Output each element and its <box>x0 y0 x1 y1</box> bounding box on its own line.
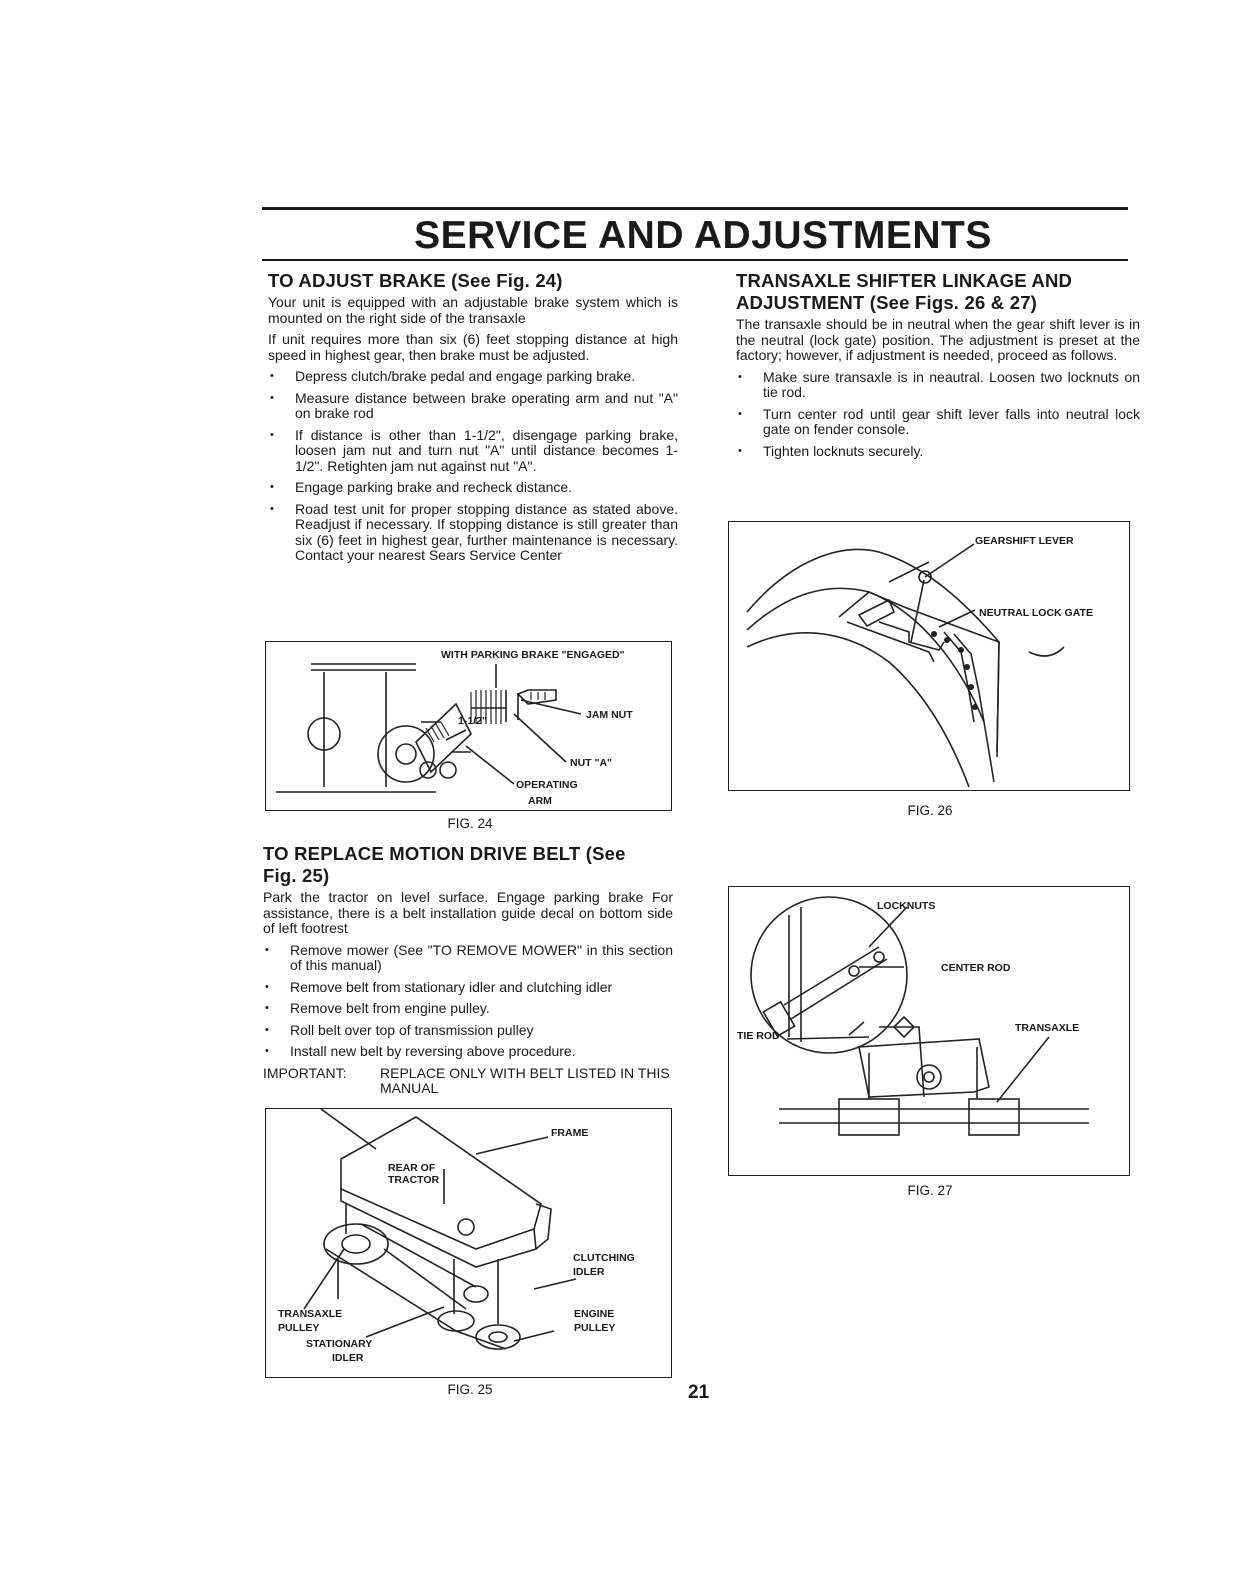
list-item: Depress clutch/brake pedal and engage pa… <box>268 368 678 385</box>
shifter-section: TRANSAXLE SHIFTER LINKAGE AND ADJUSTMENT… <box>736 270 1140 459</box>
header-rule-top <box>262 207 1128 210</box>
fig24-labels: WITH PARKING BRAKE "ENGAGED" JAM NUT NUT… <box>441 649 633 807</box>
gearshift-illustration: GEARSHIFT LEVER NEUTRAL LOCK GATE <box>746 535 1093 788</box>
page-title: SERVICE AND ADJUSTMENTS <box>414 214 992 257</box>
belt-paragraph: Park the tractor on level surface. Engag… <box>263 889 673 936</box>
brake-illustration: WITH PARKING BRAKE "ENGAGED" JAM NUT NUT… <box>276 649 633 807</box>
list-item: Engage parking brake and recheck distanc… <box>268 479 678 496</box>
list-item: Tighten locknuts securely. <box>736 443 1140 460</box>
list-item: Install new belt by reversing above proc… <box>263 1043 673 1060</box>
brake-heading: TO ADJUST BRAKE (See Fig. 24) <box>268 270 563 291</box>
list-item: If distance is other than 1-1/2", diseng… <box>268 427 678 475</box>
figure-27-caption: FIG. 27 <box>907 1183 953 1198</box>
shifter-heading: TRANSAXLE SHIFTER LINKAGE AND ADJUSTMENT… <box>736 270 1073 313</box>
rear-of-tractor-label: TRACTOR <box>388 1174 440 1186</box>
fig25-labels: FRAME REAR OF TRACTOR CLUTCHING IDLER TR… <box>278 1127 635 1364</box>
important-key: IMPORTANT: <box>263 1064 347 1081</box>
important-note: IMPORTANT: REPLACE ONLY WITH BELT LISTED… <box>263 1064 673 1097</box>
figure-25-caption: FIG. 25 <box>447 1382 493 1397</box>
fig27-labels: LOCKNUTS CENTER ROD TIE ROD TRANSAXLE <box>737 900 1079 1042</box>
left-column: TO ADJUST BRAKE (See Fig. 24) Your unit … <box>268 270 678 570</box>
operating-arm-label: ARM <box>528 795 552 807</box>
center-rod-label: CENTER ROD <box>941 962 1011 974</box>
shifter-steps: Make sure transaxle is in neautral. Loos… <box>736 369 1140 460</box>
brake-paragraph: If unit requires more than six (6) feet … <box>268 331 678 363</box>
stationary-idler-label: IDLER <box>332 1352 364 1364</box>
transaxle-label: TRANSAXLE <box>1015 1022 1079 1034</box>
stationary-idler-label: STATIONARY <box>306 1338 372 1350</box>
list-item: Remove belt from engine pulley. <box>263 1000 673 1017</box>
nut-a-label: NUT "A" <box>570 757 612 769</box>
figure-27: LOCKNUTS CENTER ROD TIE ROD TRANSAXLE <box>728 886 1130 1176</box>
tie-rod-label: TIE ROD <box>737 1030 780 1042</box>
engine-pulley-label: ENGINE <box>574 1308 614 1320</box>
list-item: Measure distance between brake operating… <box>268 390 678 422</box>
figure-26: GEARSHIFT LEVER NEUTRAL LOCK GATE <box>728 521 1130 791</box>
clutching-idler-label: IDLER <box>573 1266 605 1278</box>
brake-paragraph: Your unit is equipped with an adjustable… <box>268 294 678 326</box>
locknuts-label: LOCKNUTS <box>877 900 935 912</box>
rear-of-tractor-label: REAR OF <box>388 1162 436 1174</box>
figure-24-caption: FIG. 24 <box>447 816 493 831</box>
jam-nut-label: JAM NUT <box>586 709 633 721</box>
engaged-label: WITH PARKING BRAKE "ENGAGED" <box>441 649 625 661</box>
neutral-lock-gate-label: NEUTRAL LOCK GATE <box>979 607 1093 619</box>
page-number: 21 <box>688 1382 710 1403</box>
list-item: Make sure transaxle is in neautral. Loos… <box>736 369 1140 401</box>
belt-steps: Remove mower (See "TO REMOVE MOWER" in t… <box>263 942 673 1060</box>
list-item: Turn center rod until gear shift lever f… <box>736 406 1140 438</box>
list-item: Road test unit for proper stopping dista… <box>268 501 678 564</box>
fig26-labels: GEARSHIFT LEVER NEUTRAL LOCK GATE <box>975 535 1093 619</box>
list-item: Roll belt over top of transmission pulle… <box>263 1022 673 1039</box>
figure-25: FRAME REAR OF TRACTOR CLUTCHING IDLER TR… <box>265 1108 672 1378</box>
list-item: Remove belt from stationary idler and cl… <box>263 979 673 996</box>
belt-illustration: FRAME REAR OF TRACTOR CLUTCHING IDLER TR… <box>278 1109 635 1364</box>
clutching-idler-label: CLUTCHING <box>573 1252 635 1264</box>
transaxle-pulley-label: TRANSAXLE <box>278 1308 342 1320</box>
shifter-paragraph: The transaxle should be in neutral when … <box>736 316 1140 363</box>
figure-26-caption: FIG. 26 <box>907 803 953 818</box>
dimension-label: 1-1/2" <box>458 715 487 727</box>
frame-label: FRAME <box>551 1127 588 1139</box>
belt-section: TO REPLACE MOTION DRIVE BELT (See Fig. 2… <box>263 843 673 1097</box>
gearshift-lever-label: GEARSHIFT LEVER <box>975 535 1074 547</box>
right-column: TRANSAXLE SHIFTER LINKAGE AND ADJUSTMENT… <box>736 270 1140 465</box>
engine-pulley-label: PULLEY <box>574 1322 615 1334</box>
linkage-illustration: LOCKNUTS CENTER ROD TIE ROD TRANSAXLE <box>737 896 1089 1136</box>
belt-heading: TO REPLACE MOTION DRIVE BELT (See Fig. 2… <box>263 843 626 886</box>
brake-steps: Depress clutch/brake pedal and engage pa… <box>268 368 678 564</box>
brake-section: TO ADJUST BRAKE (See Fig. 24) Your unit … <box>268 270 678 564</box>
list-item: Remove mower (See "TO REMOVE MOWER" in t… <box>263 942 673 974</box>
transaxle-pulley-label: PULLEY <box>278 1322 319 1334</box>
important-text: REPLACE ONLY WITH BELT LISTED IN THIS MA… <box>380 1064 670 1096</box>
figure-24: WITH PARKING BRAKE "ENGAGED" JAM NUT NUT… <box>265 641 672 811</box>
header-rule-bottom <box>262 259 1128 261</box>
operating-arm-label: OPERATING <box>516 779 578 791</box>
